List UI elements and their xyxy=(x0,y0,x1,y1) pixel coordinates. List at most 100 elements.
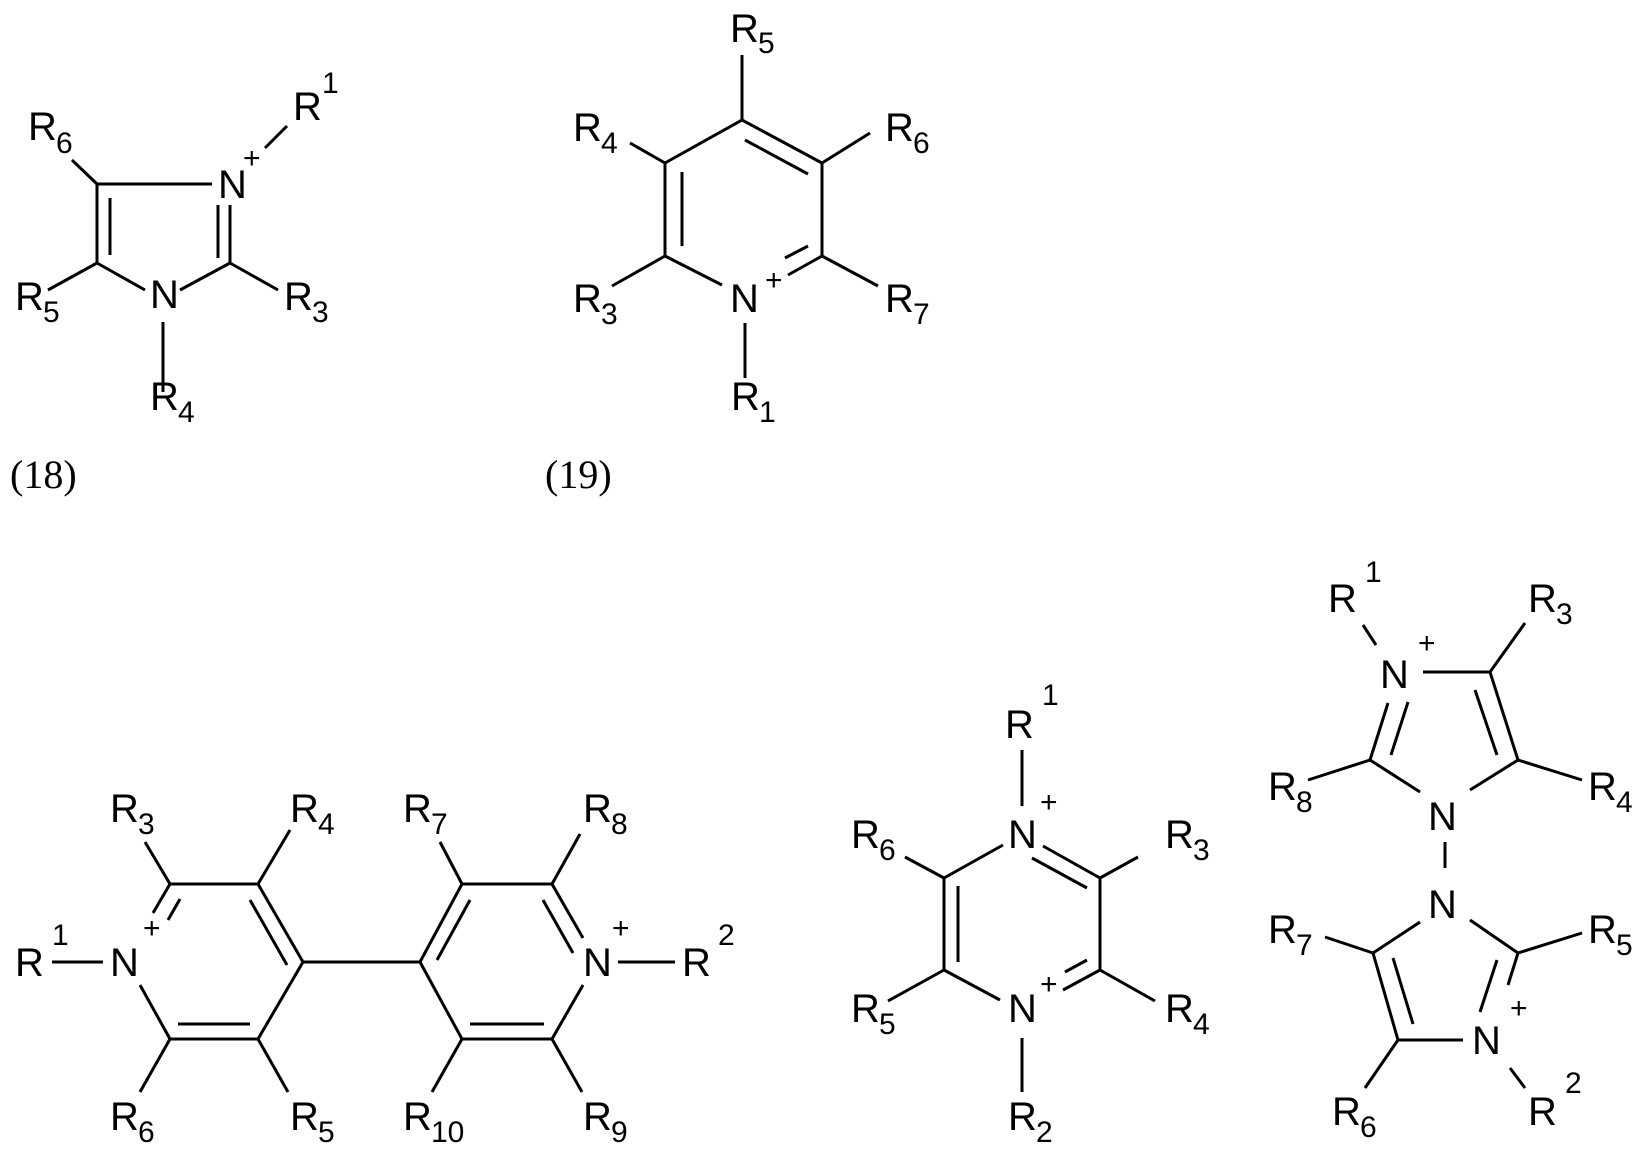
svg-text:R: R xyxy=(1588,765,1617,809)
svg-text:4: 4 xyxy=(318,808,335,841)
substituent-R6: R 6 xyxy=(110,1095,155,1149)
substituent-R5: R 5 xyxy=(730,7,775,60)
svg-text:R: R xyxy=(110,787,139,831)
substituent-R4: R 4 xyxy=(1165,987,1210,1041)
ring-bonds xyxy=(95,182,232,292)
svg-text:3: 3 xyxy=(138,808,155,841)
positive-charge-right: + xyxy=(612,912,630,945)
substituent-R3: R 3 xyxy=(284,275,329,329)
svg-text:R: R xyxy=(573,277,602,321)
substituent-R3: R 3 xyxy=(110,787,155,841)
positive-charge: + xyxy=(243,142,261,175)
svg-text:R: R xyxy=(403,787,432,831)
svg-text:1: 1 xyxy=(1365,556,1382,589)
svg-text:1: 1 xyxy=(1042,679,1059,712)
svg-text:6: 6 xyxy=(138,1116,155,1149)
svg-text:R: R xyxy=(885,106,914,150)
svg-text:R: R xyxy=(403,1095,432,1139)
substituent-R4: R 4 xyxy=(1588,765,1633,819)
svg-text:R: R xyxy=(851,987,880,1031)
svg-text:8: 8 xyxy=(1296,786,1313,819)
structure-biimidazolium: N + N N N + R 1 R 3 R 8 R 4 R 7 R 5 xyxy=(1268,556,1633,1144)
svg-text:9: 9 xyxy=(611,1116,628,1149)
svg-text:R: R xyxy=(885,277,914,321)
substituent-R5: R 5 xyxy=(851,987,896,1041)
structure-pyrazinium: N + N + R 1 R 6 R 3 R 5 R 4 R 2 xyxy=(851,679,1210,1149)
substituent-bonds xyxy=(887,750,1156,1092)
svg-text:R: R xyxy=(583,1095,612,1139)
svg-text:R: R xyxy=(730,7,759,51)
substituent-R4: R 4 xyxy=(290,787,335,841)
ring-bonds xyxy=(942,843,1102,1002)
svg-text:7: 7 xyxy=(1296,929,1313,962)
svg-text:R: R xyxy=(1165,987,1194,1031)
svg-text:2: 2 xyxy=(1036,1116,1053,1149)
svg-text:6: 6 xyxy=(879,834,896,867)
substituent-R1: R 1 xyxy=(1005,679,1059,747)
svg-text:R: R xyxy=(293,85,322,129)
svg-text:R: R xyxy=(1005,703,1034,747)
substituent-bonds xyxy=(47,124,289,392)
substituent-R4: R 4 xyxy=(150,375,195,429)
substituent-R9: R 9 xyxy=(583,1095,628,1149)
substituent-R1: R 1 xyxy=(731,375,776,429)
svg-text:R: R xyxy=(15,941,44,985)
bottom-ring-bonds xyxy=(1371,918,1520,1042)
substituent-R3: R 3 xyxy=(573,277,618,331)
svg-text:R: R xyxy=(1268,908,1297,952)
svg-text:R: R xyxy=(1328,577,1357,621)
positive-charge: + xyxy=(765,264,783,297)
substituent-R3: R 3 xyxy=(1528,577,1573,631)
positive-charge-top: + xyxy=(1418,627,1436,660)
substituent-bonds xyxy=(611,55,879,378)
positive-charge-bottom: + xyxy=(1510,992,1528,1025)
nitrogen-cation-top: N xyxy=(1008,813,1037,857)
substituent-R6: R 6 xyxy=(28,105,73,160)
nitrogen-atom-bottom: N xyxy=(1428,883,1457,927)
substituent-R7: R 7 xyxy=(885,277,930,331)
substituent-R4: R 4 xyxy=(573,106,618,160)
svg-text:5: 5 xyxy=(879,1008,896,1041)
svg-text:7: 7 xyxy=(431,808,448,841)
structure-19-pyridinium: N + R 5 R 4 R 6 R 3 R 7 R 1 (19) xyxy=(545,7,930,497)
svg-text:6: 6 xyxy=(56,127,73,160)
substituent-R6: R 6 xyxy=(885,106,930,160)
structure-bipyridinium: N + N + R 1 R 2 R 3 R 4 R 6 R 5 R 7 xyxy=(15,787,735,1149)
substituent-R8: R 8 xyxy=(1268,765,1313,819)
svg-text:R: R xyxy=(28,105,57,149)
ring-bonds xyxy=(663,118,824,287)
svg-text:R: R xyxy=(290,1095,319,1139)
svg-text:R: R xyxy=(1528,577,1557,621)
left-ring-bonds xyxy=(138,882,305,1041)
svg-text:5: 5 xyxy=(758,27,775,60)
svg-text:1: 1 xyxy=(322,67,339,100)
substituent-R7: R 7 xyxy=(1268,908,1313,962)
svg-text:10: 10 xyxy=(431,1116,464,1149)
nitrogen-cation-bottom: N xyxy=(1008,987,1037,1031)
svg-text:R: R xyxy=(1332,1090,1361,1134)
svg-text:5: 5 xyxy=(43,296,60,329)
substituent-R6: R 6 xyxy=(851,813,896,867)
substituent-R2: R 2 xyxy=(1528,1067,1582,1134)
substituent-R6: R 6 xyxy=(1332,1090,1377,1144)
substituent-R2: R 2 xyxy=(682,919,735,985)
svg-text:1: 1 xyxy=(759,396,776,429)
svg-text:3: 3 xyxy=(312,296,329,329)
top-ring-bonds xyxy=(1368,670,1520,794)
positive-charge-bottom: + xyxy=(1040,968,1058,1001)
svg-text:4: 4 xyxy=(1193,1008,1210,1041)
svg-text:R: R xyxy=(290,787,319,831)
nitrogen-atom-top: N xyxy=(1428,795,1457,839)
svg-text:R: R xyxy=(682,941,711,985)
svg-text:6: 6 xyxy=(913,127,930,160)
substituent-R8: R 8 xyxy=(583,787,628,841)
svg-text:R: R xyxy=(1165,813,1194,857)
svg-text:4: 4 xyxy=(1616,786,1633,819)
substituent-R10: R 10 xyxy=(403,1095,464,1149)
svg-text:6: 6 xyxy=(1360,1111,1377,1144)
structure-18-imidazolium: N N + R 6 R 1 R 5 R 3 R 4 (18) xyxy=(10,67,339,497)
substituent-R5: R 5 xyxy=(1588,908,1633,962)
compound-label-18: (18) xyxy=(10,452,77,497)
svg-text:R: R xyxy=(284,275,313,319)
